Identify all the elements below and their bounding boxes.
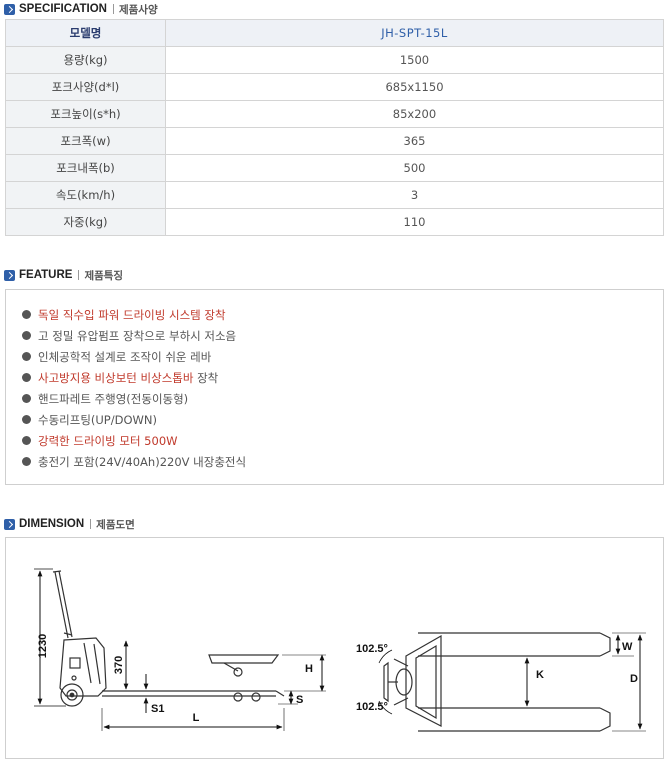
side-view-dimensions bbox=[34, 568, 326, 731]
spec-table: 모델명 JH-SPT-15L 용량(kg) 1500 포크사양(d*l) 685… bbox=[5, 19, 664, 236]
spec-value: 1500 bbox=[165, 46, 664, 74]
table-row: 용량(kg) 1500 bbox=[5, 46, 664, 74]
bullet-icon bbox=[22, 457, 31, 466]
title-divider bbox=[78, 270, 80, 280]
feature-box: 독일 직수입 파워 드라이빙 시스템 장착 고 정밀 유압펌프 장착으로 부하시… bbox=[5, 289, 664, 485]
bullet-icon bbox=[22, 415, 31, 424]
feature-text: 독일 직수입 파워 드라이빙 시스템 장착 bbox=[38, 307, 226, 322]
spec-header-row: 모델명 JH-SPT-15L bbox=[5, 19, 664, 47]
dim-label-370: 370 bbox=[113, 656, 125, 674]
dimension-box: 1230 370 S1 H S L bbox=[5, 537, 664, 759]
list-item: 인체공학적 설계로 조작이 쉬운 레바 bbox=[22, 346, 246, 367]
section-title: SPECIFICATION bbox=[19, 3, 107, 15]
dim-label-w: W bbox=[622, 641, 633, 653]
spec-value: 500 bbox=[165, 154, 664, 182]
feature-header: FEATURE 제품특징 bbox=[4, 268, 123, 282]
spec-header-value: JH-SPT-15L bbox=[165, 19, 664, 47]
bullet-icon bbox=[22, 352, 31, 361]
dim-label-angle-top: 102.5° bbox=[356, 643, 388, 655]
spec-label: 포크폭(w) bbox=[5, 127, 166, 155]
list-item: 사고방지용 비상보턴 비상스톱바 장착 bbox=[22, 367, 246, 388]
spec-value: 365 bbox=[165, 127, 664, 155]
dim-label-h: H bbox=[305, 663, 313, 675]
bullet-icon bbox=[22, 436, 31, 445]
dim-label-1230: 1230 bbox=[37, 634, 49, 658]
feature-text: 강력한 드라이빙 모터 500W bbox=[38, 433, 178, 448]
dim-label-l: L bbox=[193, 712, 200, 724]
bullet-icon bbox=[22, 394, 31, 403]
section-arrow-icon bbox=[4, 518, 15, 530]
section-subtitle: 제품도면 bbox=[96, 518, 135, 531]
dimension-header: DIMENSION 제품도면 bbox=[4, 517, 135, 531]
title-divider bbox=[90, 519, 92, 529]
table-row: 포크사양(d*l) 685x1150 bbox=[5, 73, 664, 101]
side-view-drawing bbox=[52, 570, 285, 707]
bullet-icon bbox=[22, 310, 31, 319]
spec-value: 685x1150 bbox=[165, 73, 664, 101]
feature-text: 장착 bbox=[193, 370, 219, 385]
section-title: FEATURE bbox=[19, 269, 73, 281]
feature-text: 고 정밀 유압펌프 장착으로 부하시 저소음 bbox=[38, 328, 237, 343]
list-item: 핸드파레트 주행영(전동이동형) bbox=[22, 388, 246, 409]
top-view-drawing bbox=[383, 632, 611, 732]
list-item: 충전기 포함(24V/40Ah)220V 내장충전식 bbox=[22, 451, 246, 472]
dim-label-d: D bbox=[630, 673, 638, 685]
bullet-icon bbox=[22, 373, 31, 382]
section-title: DIMENSION bbox=[19, 518, 85, 530]
section-arrow-icon bbox=[4, 3, 15, 15]
feature-text: 핸드파레트 주행영(전동이동형) bbox=[38, 391, 189, 406]
list-item: 독일 직수입 파워 드라이빙 시스템 장착 bbox=[22, 304, 246, 325]
dimension-drawing: 1230 370 S1 H S L bbox=[34, 568, 646, 732]
dim-label-k: K bbox=[536, 669, 544, 681]
specification-header: SPECIFICATION 제품사양 bbox=[4, 2, 158, 16]
section-arrow-icon bbox=[4, 269, 15, 281]
spec-label: 포크사양(d*l) bbox=[5, 73, 166, 101]
dim-label-s1: S1 bbox=[151, 703, 164, 715]
table-row: 자중(kg) 110 bbox=[5, 208, 664, 236]
spec-value: 85x200 bbox=[165, 100, 664, 128]
spec-header-label: 모델명 bbox=[5, 19, 166, 47]
top-view-dimensions bbox=[378, 632, 646, 732]
spec-label: 포크내폭(b) bbox=[5, 154, 166, 182]
feature-text: 충전기 포함(24V/40Ah)220V 내장충전식 bbox=[38, 454, 247, 469]
spec-label: 자중(kg) bbox=[5, 208, 166, 236]
section-subtitle: 제품특징 bbox=[84, 269, 124, 282]
table-row: 포크높이(s*h) 85x200 bbox=[5, 100, 664, 128]
dim-label-angle-bottom: 102.5° bbox=[356, 701, 388, 713]
section-subtitle: 제품사양 bbox=[118, 3, 158, 16]
title-divider bbox=[112, 4, 114, 14]
spec-label: 속도(km/h) bbox=[5, 181, 166, 209]
table-row: 포크내폭(b) 500 bbox=[5, 154, 664, 182]
spec-label: 포크높이(s*h) bbox=[5, 100, 166, 128]
list-item: 고 정밀 유압펌프 장착으로 부하시 저소음 bbox=[22, 325, 246, 346]
feature-text: 인체공학적 설계로 조작이 쉬운 레바 bbox=[38, 349, 212, 364]
feature-list: 독일 직수입 파워 드라이빙 시스템 장착 고 정밀 유압펌프 장착으로 부하시… bbox=[22, 304, 246, 472]
spec-value: 3 bbox=[165, 181, 664, 209]
spec-value: 110 bbox=[165, 208, 664, 236]
list-item: 강력한 드라이빙 모터 500W bbox=[22, 430, 246, 451]
feature-text: 수동리프팅(UP/DOWN) bbox=[38, 412, 157, 427]
list-item: 수동리프팅(UP/DOWN) bbox=[22, 409, 246, 430]
spec-label: 용량(kg) bbox=[5, 46, 166, 74]
dim-label-s: S bbox=[296, 694, 303, 706]
feature-text-highlight: 사고방지용 비상보턴 비상스톱바 bbox=[38, 370, 194, 385]
table-row: 속도(km/h) 3 bbox=[5, 181, 664, 209]
table-row: 포크폭(w) 365 bbox=[5, 127, 664, 155]
bullet-icon bbox=[22, 331, 31, 340]
